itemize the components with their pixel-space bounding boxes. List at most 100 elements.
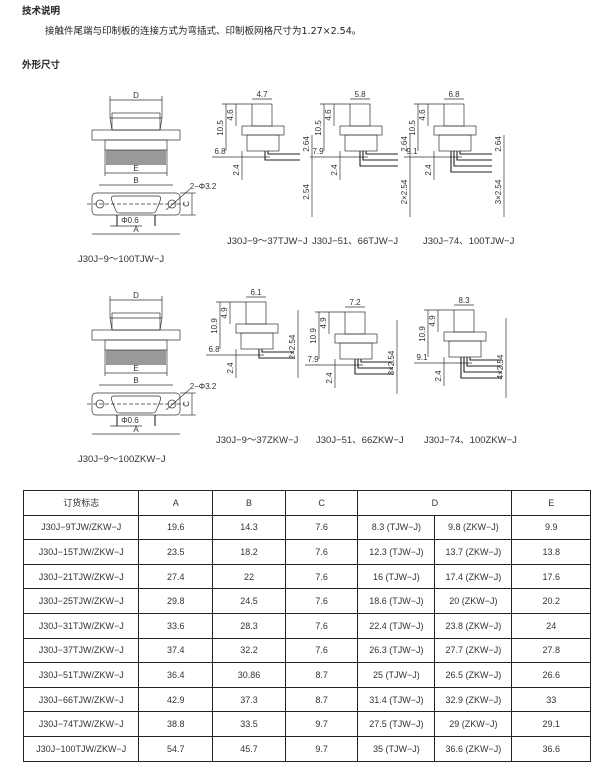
dim-pitch-label: 2.64 (494, 136, 503, 152)
dim-offset-label: 6.8 (208, 345, 220, 354)
cell-b: 24.5 (212, 588, 286, 614)
dim-upper-label: 4.9 (319, 317, 328, 329)
drawing-caption: J30J−74、100TJW−J (423, 236, 515, 247)
dim-b-label: B (133, 176, 138, 185)
dim-upper-label: 4.9 (220, 307, 229, 319)
dim-tail-label: 2.4 (424, 164, 433, 176)
cell-a: 27.4 (138, 563, 214, 590)
cell-d-zkw: 17.4 (ZKW−J) (434, 563, 513, 590)
header-order-code: 订货标志 (22, 490, 140, 516)
cell-e: 36.6 (511, 735, 591, 762)
dim-pitch-label: 2.64 (400, 136, 409, 152)
dim-height-label: 10.5 (314, 120, 323, 136)
drawing-caption: J30J−74、100ZKW−J (424, 435, 517, 446)
drawing-caption: J30J−51、66ZKW−J (316, 435, 404, 446)
cell-b: 33.5 (212, 711, 286, 737)
dim-a-label: A (133, 425, 139, 434)
cell-order-code: J30J−51TJW/ZKW−J (22, 662, 140, 688)
header-b: B (212, 490, 286, 516)
tech-notes-text: 接触件尾端与印制板的连接方式为弯插式、印制板网格尺寸为1.27×2.54。 (45, 26, 362, 37)
cell-d-zkw: 27.7 (ZKW−J) (434, 637, 513, 664)
cell-c: 7.6 (284, 588, 359, 614)
dim-width-label: 6.1 (250, 288, 262, 297)
dim-tail-label: 2.4 (434, 370, 443, 382)
cell-order-code: J30J−66TJW/ZKW−J (22, 686, 140, 713)
dim-upper-label: 4.6 (418, 109, 427, 121)
cell-e: 27.8 (511, 637, 591, 664)
dim-e-label: E (133, 364, 138, 373)
cell-c: 8.7 (284, 686, 359, 713)
dim-hole-label: 2−Φ3.2 (190, 182, 217, 191)
header-a: A (138, 490, 214, 516)
cell-a: 36.4 (138, 662, 214, 688)
cell-d-tjw: 31.4 (TJW−J) (357, 686, 436, 713)
dim-height-label: 10.5 (408, 120, 417, 136)
cell-d-tjw: 27.5 (TJW−J) (357, 711, 436, 737)
cell-order-code: J30J−31TJW/ZKW−J (22, 612, 140, 639)
dim-width-label: 8.3 (458, 296, 470, 305)
cell-d-tjw: 18.6 (TJW−J) (357, 588, 436, 614)
cell-d-zkw: 9.8 (ZKW−J) (434, 514, 513, 541)
cell-c: 9.7 (284, 735, 359, 762)
cell-a: 19.6 (138, 514, 214, 541)
dim-pin-label: Φ0.6 (121, 216, 139, 225)
cell-order-code: J30J−15TJW/ZKW−J (22, 539, 140, 565)
cell-d-tjw: 22.4 (TJW−J) (357, 612, 436, 639)
dim-width-label: 5.8 (354, 90, 366, 99)
cell-d-tjw: 35 (TJW−J) (357, 735, 436, 762)
cell-b: 28.3 (212, 612, 286, 639)
dim-d-label: D (133, 91, 139, 100)
cell-order-code: J30J−25TJW/ZKW−J (22, 588, 140, 614)
drawing-caption: J30J−51、66TJW−J (312, 236, 399, 247)
cell-e: 9.9 (511, 514, 591, 541)
dim-width-label: 6.8 (448, 90, 460, 99)
dim-pitch-multiple-label: 3×2.54 (387, 350, 396, 375)
cell-d-zkw: 23.8 (ZKW−J) (434, 612, 513, 639)
cell-e: 29.1 (511, 711, 591, 737)
dim-offset-label: 7.9 (312, 147, 324, 156)
cell-a: 29.8 (138, 588, 214, 614)
dim-a-label: A (133, 225, 139, 234)
dim-height-label: 10.9 (210, 318, 219, 334)
dim-tail-label: 2.4 (232, 164, 241, 176)
cell-a: 37.4 (138, 637, 214, 664)
cell-e: 20.2 (511, 588, 591, 614)
dim-pitch-multiple-label: 3×2.54 (494, 179, 503, 204)
dim-pin-label: Φ0.6 (121, 416, 139, 425)
dim-height-label: 10.9 (309, 328, 318, 344)
cell-d-zkw: 13.7 (ZKW−J) (434, 539, 513, 565)
dim-pitch-multiple-label: 2×2.54 (400, 179, 409, 204)
side-view-drawing: 7.210.94.97.92.43×2.54 (305, 298, 398, 394)
cell-b: 30.86 (212, 662, 286, 688)
cell-b: 32.2 (212, 637, 286, 664)
dim-tail-label: 2.4 (325, 372, 334, 384)
cell-c: 9.7 (284, 711, 359, 737)
dim-c-label: C (182, 201, 191, 207)
cell-order-code: J30J−37TJW/ZKW−J (22, 637, 140, 664)
dim-offset-label: 9.1 (406, 147, 418, 156)
cell-d-tjw: 25 (TJW−J) (357, 662, 436, 688)
cell-d-zkw: 32.9 (ZKW−J) (434, 686, 513, 713)
cell-a: 33.6 (138, 612, 214, 639)
header-e: E (511, 490, 591, 516)
cell-c: 7.6 (284, 637, 359, 664)
dim-upper-label: 4.6 (324, 109, 333, 121)
dim-height-label: 10.9 (418, 326, 427, 342)
dim-offset-label: 7.9 (307, 355, 319, 364)
table-header-row: 订货标志 A B C D E (22, 490, 591, 516)
cell-e: 24 (511, 612, 591, 639)
cell-d-tjw: 16 (TJW−J) (357, 563, 436, 590)
dim-pitch-multiple-label: 2×2.54 (288, 334, 297, 359)
cell-b: 22 (212, 563, 286, 590)
cell-a: 23.5 (138, 539, 214, 565)
